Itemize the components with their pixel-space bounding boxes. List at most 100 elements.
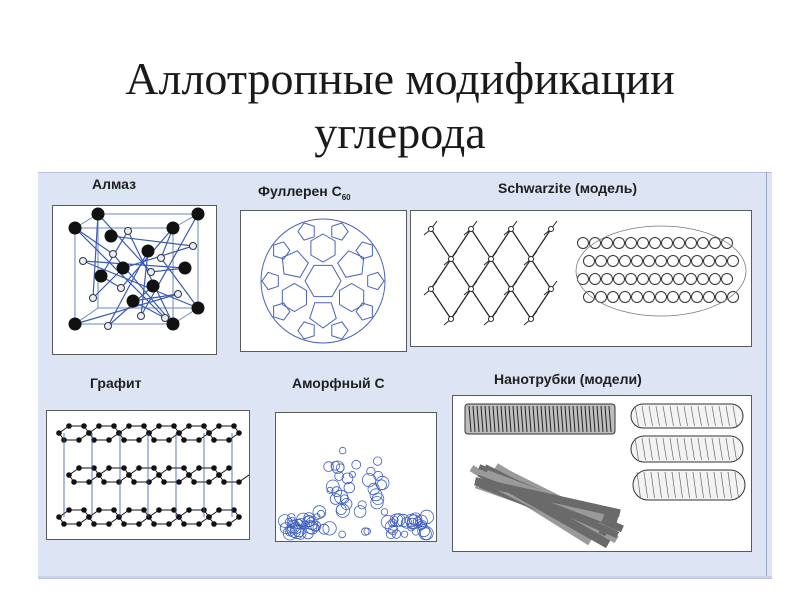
amorphous-ring xyxy=(325,479,340,494)
lattice-line xyxy=(592,405,596,433)
lattice-line xyxy=(488,405,492,433)
lattice-line xyxy=(634,405,639,427)
graphite-atom xyxy=(101,479,107,485)
lattice-line xyxy=(552,405,556,433)
lattice-bond xyxy=(490,258,512,290)
graphite-atom xyxy=(121,521,127,527)
lattice-bond xyxy=(470,288,492,320)
lattice-line xyxy=(472,405,476,433)
graphite-atom xyxy=(181,521,187,527)
lattice-line xyxy=(641,437,646,461)
lattice-node xyxy=(488,316,494,322)
ring-cell xyxy=(703,255,715,267)
hexagon-ring xyxy=(339,282,365,313)
graphite-atom xyxy=(111,423,117,429)
ring-cell xyxy=(673,273,685,285)
amorphous-ring xyxy=(362,472,377,488)
graphite-atom xyxy=(166,521,172,527)
lattice-line xyxy=(608,405,612,433)
graphite-atom xyxy=(86,430,92,436)
lattice-bond xyxy=(430,288,452,320)
bond xyxy=(132,293,179,302)
graphite-atom xyxy=(156,472,162,478)
graphite-atom xyxy=(186,472,192,478)
graphite-atom xyxy=(196,465,202,471)
amorphous-ring xyxy=(323,461,334,472)
ring-cell xyxy=(595,255,607,267)
graphite-atom xyxy=(121,437,127,443)
lattice-line xyxy=(480,405,484,433)
carbon-atom-small xyxy=(174,290,182,298)
lattice-node xyxy=(448,256,454,262)
lattice-line xyxy=(648,405,653,427)
amorphous-ring xyxy=(392,513,406,527)
amorphous-ring xyxy=(373,470,384,481)
graphite-atom xyxy=(146,430,152,436)
graphite-atom xyxy=(111,507,117,513)
lattice-line xyxy=(725,405,730,427)
graphite-atom xyxy=(171,423,177,429)
tangled-nanotube xyxy=(474,477,621,518)
graphite-atom xyxy=(181,437,187,443)
ring-cell xyxy=(631,255,643,267)
graphite-atom xyxy=(211,465,217,471)
lattice-line xyxy=(669,437,674,461)
bond xyxy=(140,213,199,317)
lattice-line xyxy=(727,471,732,499)
amorphous-ring xyxy=(366,466,376,477)
lattice-line xyxy=(584,405,588,433)
capped-nanotube xyxy=(632,469,746,501)
carbon-atom-small xyxy=(104,322,112,330)
lattice-line xyxy=(540,405,544,433)
graphite-atom xyxy=(231,423,237,429)
amorphous-ring xyxy=(305,517,319,531)
lattice-line xyxy=(634,437,639,461)
amorphous-ring xyxy=(296,512,311,527)
graphite-atom xyxy=(171,507,177,513)
amorphous-ring xyxy=(415,514,428,528)
lattice-line xyxy=(676,437,681,461)
lattice-line xyxy=(678,471,683,499)
lattice-line xyxy=(564,405,568,433)
lattice-node xyxy=(548,286,554,292)
graphite-atom xyxy=(186,507,192,513)
bond xyxy=(127,230,174,325)
lattice-line xyxy=(725,437,730,461)
graphite-atom xyxy=(96,507,102,513)
lattice-bond xyxy=(510,288,532,320)
ring-cell xyxy=(643,291,655,303)
lattice-node xyxy=(488,256,494,262)
lattice-line xyxy=(718,405,723,427)
ring-cell xyxy=(655,291,667,303)
carbon-atom-small xyxy=(79,257,87,265)
lattice-line xyxy=(600,405,604,433)
graphite-atom xyxy=(91,465,97,471)
amorphous-ring xyxy=(387,524,399,536)
graphite-atom xyxy=(141,507,147,513)
graphite-atom xyxy=(71,479,77,485)
carbon-atom xyxy=(126,294,140,308)
lattice-line xyxy=(662,405,667,427)
bond xyxy=(74,227,114,255)
pentagon-ring xyxy=(337,250,365,278)
graphite-atom xyxy=(116,479,122,485)
amorphous-ring xyxy=(363,527,371,535)
ring-cell xyxy=(685,237,697,249)
ring-cell xyxy=(727,255,739,267)
ring-cell xyxy=(637,273,649,285)
ring-cell xyxy=(613,237,625,249)
graphite-atom xyxy=(166,437,172,443)
amorphous-ring xyxy=(330,460,341,471)
carbon-atom xyxy=(94,269,108,283)
amorphous-ring xyxy=(348,471,356,479)
amorphous-ring xyxy=(357,500,367,510)
graphite-atom xyxy=(136,437,142,443)
graphite-atom xyxy=(106,521,112,527)
amorphous-ring xyxy=(414,519,424,528)
carbon-atom-small xyxy=(124,227,132,235)
graphite-atom xyxy=(56,514,62,520)
ring-cell xyxy=(607,255,619,267)
lattice-line xyxy=(604,405,608,433)
amorphous-ring xyxy=(380,508,389,516)
lattice-line xyxy=(596,405,600,433)
